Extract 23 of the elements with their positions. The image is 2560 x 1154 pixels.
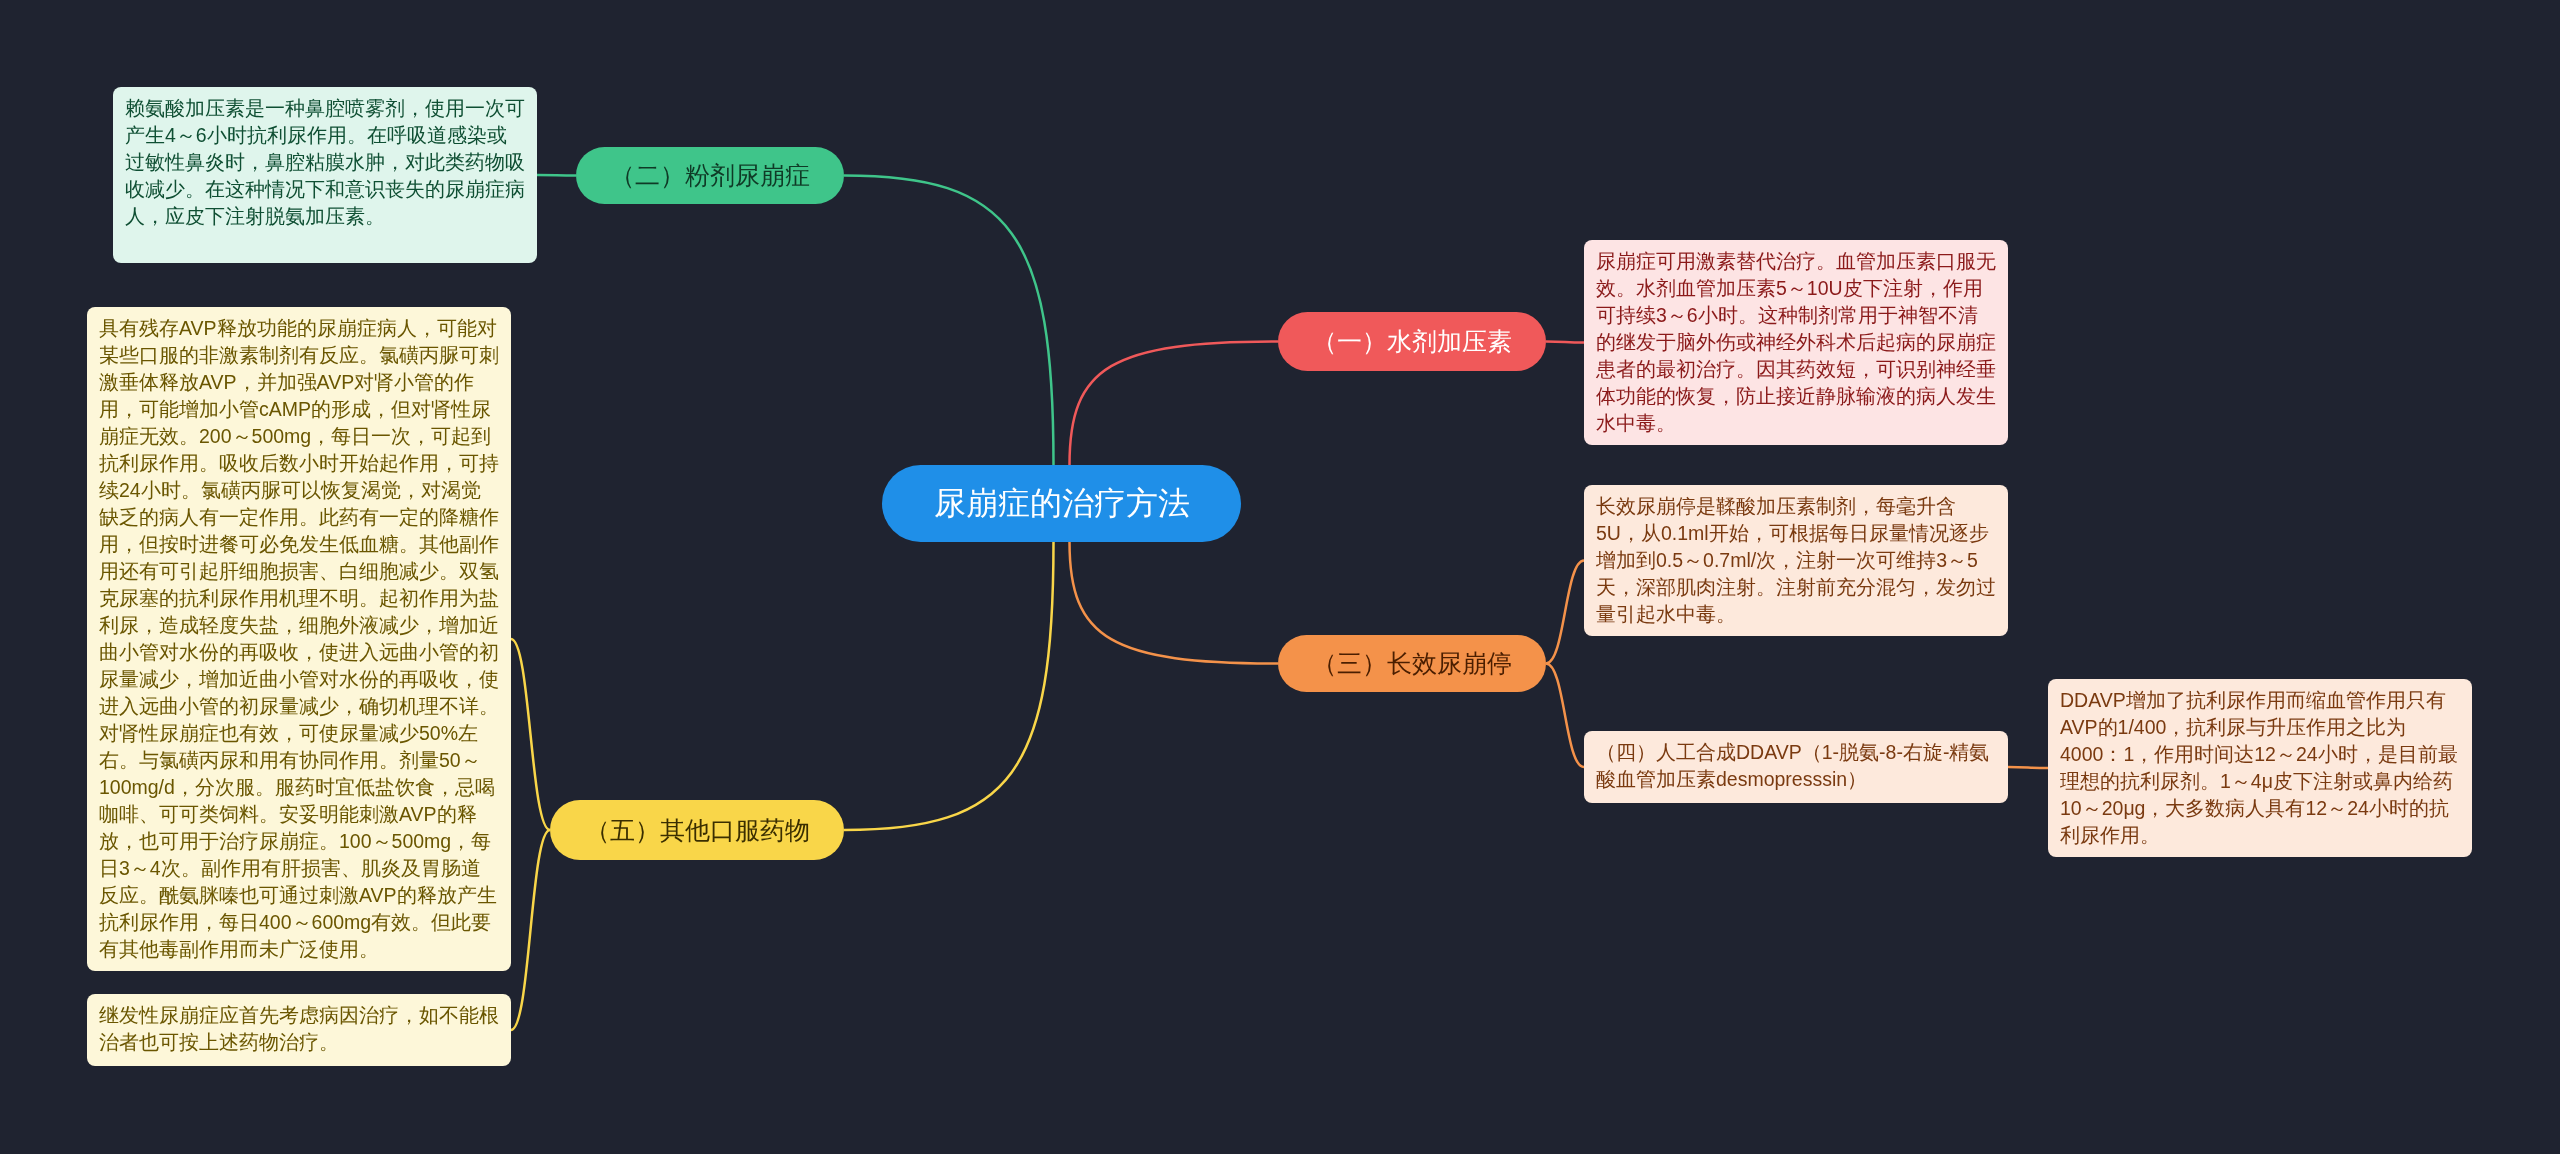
connector-line [1068, 340, 1278, 466]
connector-line [510, 638, 551, 831]
branch-topic: （五）其他口服药物 [550, 800, 844, 860]
connector-line [1068, 541, 1278, 665]
connector-line [843, 541, 1055, 832]
connector-line [510, 829, 551, 1031]
note-card: 尿崩症可用激素替代治疗。血管加压素口服无效。水剂血管加压素5～10U皮下注射，作用可持续3～6小时。这种制剂常用于神智不清的继发于脑外伤或神经外科术后起病的尿崩症患者的最初治疗。因其药效短，可识别神经垂体功能的恢复，防止接近静脉输液的病人发生水中毒。 [1584, 240, 2008, 445]
connector-line [1545, 662, 1585, 769]
note-card: 长效尿崩停是鞣酸加压素制剂，每毫升含5U，从0.1ml开始，可根据每日尿量情况逐步增加到0.5～0.7ml/次，注射一次可维持3～5天，深部肌肉注射。注射前充分混匀，发勿过量引起水中毒。 [1584, 485, 2008, 636]
note-card: 继发性尿崩症应首先考虑病因治疗，如不能根治者也可按上述药物治疗。 [87, 994, 511, 1066]
connector-line [2008, 765, 2048, 770]
central-topic: 尿崩症的治疗方法 [882, 465, 1241, 542]
connector-line [843, 174, 1055, 466]
connector-line [1545, 559, 1585, 665]
branch-topic: （三）长效尿崩停 [1278, 635, 1546, 692]
branch-topic: （二）粉剂尿崩症 [576, 147, 844, 204]
branch-topic: （一）水剂加压素 [1278, 312, 1546, 371]
connector-line [1546, 340, 1584, 344]
note-card: 具有残存AVP释放功能的尿崩症病人，可能对某些口服的非激素制剂有反应。氯磺丙脲可刺激垂体释放AVP，并加强AVP对肾小管的作用，可能增加小管cAMP的形成，但对肾性尿崩症无效。200～500mg，每日一次，可起到抗利尿作用。吸收后数小时开始起作用，可持续24小时。氯磺丙脲可以恢复渴觉，对渴觉缺乏的病人有一定作用。此药有一定的降糖作用，但按时进餐可必免发生低血糖。其他副作用还有可引起肝细胞损害、白细胞减少。双氢克尿塞的抗利尿作用机理不明。起初作用为盐利尿，造成轻度失盐，细胞外液减少，增加近曲小管对水份的再吸收，使进入远曲小管的初尿量减少，增加近曲小管对水份的再吸收，使进入远曲小管的初尿量减少，确切机理不详。对肾性尿崩症也有效，可使尿量减少50%左右。与氯磺丙尿和用有协同作用。剂量50～100mg/d，分次服。服药时宜低盐饮食，忌喝咖啡、可可类饲料。安妥明能刺激AVP的释放，也可用于治疗尿崩症。100～500mg，每日3～4次。副作用有肝损害、肌炎及胃肠道反应。酰氨脒嗪也可通过刺激AVP的释放产生抗利尿作用，每日400～600mg有效。但此要有其他毒副作用而未广泛使用。 [87, 307, 511, 971]
note-card: DDAVP增加了抗利尿作用而缩血管作用只有AVP的1/400，抗利尿与升压作用之比为4000：1，作用时间达12～24小时，是目前最理想的抗利尿剂。1～4μ皮下注射或鼻内给药10～20μg，大多数病人具有12～24小时的抗利尿作用。 [2048, 679, 2472, 857]
note-card: （四）人工合成DDAVP（1-脱氨-8-右旋-精氨酸血管加压素desmopresssin） [1584, 731, 2008, 803]
connector-line [537, 173, 576, 177]
note-card: 赖氨酸加压素是一种鼻腔喷雾剂，使用一次可产生4～6小时抗利尿作用。在呼吸道感染或过敏性鼻炎时，鼻腔粘膜水肿，对此类药物吸收减少。在这种情况下和意识丧失的尿崩症病人，应皮下注射脱氨加压素。 [113, 87, 537, 263]
